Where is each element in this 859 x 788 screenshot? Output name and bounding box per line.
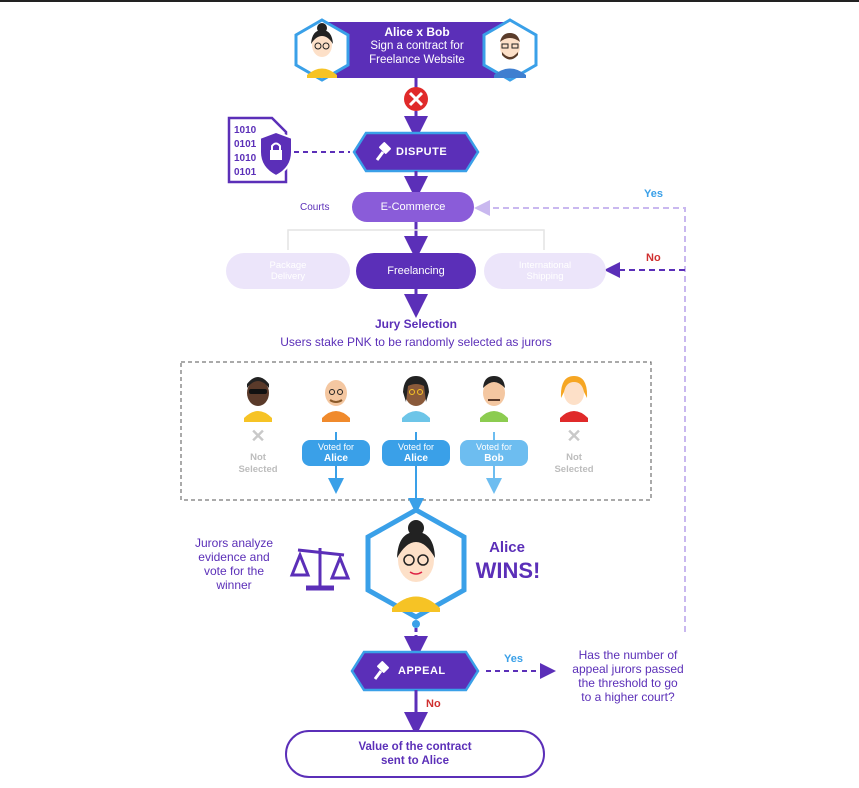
court-freelancing[interactable]: Freelancing [356,253,476,289]
feedback-no-label: No [646,252,661,264]
juror-2-vote: Voted for Alice [302,440,370,466]
binary-line-4: 0101 [234,167,257,178]
juror-avatar-2 [322,380,350,422]
juror-avatar-5 [560,376,588,422]
appeal-label: APPEAL [398,665,446,677]
vote-prefix: Voted for [397,442,435,452]
appeal-node [350,650,480,692]
contract-title: Alice x Bob [384,25,450,39]
close-icon: ✕ [566,426,582,446]
appeal-no-label: No [426,698,441,710]
winner-result: WINS! [475,558,541,583]
scale-icon [289,548,351,591]
contract-line-2: Freelance Website [369,54,465,66]
vote-prefix: Voted for [475,442,513,452]
bob-avatar-icon [482,18,538,82]
juror-1-status: Not Selected [238,452,278,475]
jury-title: Jury Selection [374,317,458,331]
vote-target: Bob [484,453,504,464]
juror-3-vote: Voted for Alice [382,440,450,466]
alice-avatar-icon [294,18,350,82]
court-international-shipping[interactable]: International Shipping [484,253,606,289]
feedback-yes-label: Yes [644,188,663,200]
gavel-icon [375,142,391,161]
binary-line-1: 1010 [234,125,257,136]
jury-subtitle: Users stake PNK to be randomly selected … [280,335,552,349]
court-ecommerce[interactable]: E-Commerce [352,192,474,222]
locked-file-icon [227,116,293,184]
juror-avatar-4 [480,376,508,422]
dispute-node [352,131,480,173]
appeal-yes-label: Yes [504,653,523,665]
courts-label: Courts [300,202,330,213]
binary-line-3: 1010 [234,153,257,164]
court-package-delivery[interactable]: Package Delivery [226,253,350,289]
juror-avatar-1 [244,377,272,422]
final-outcome-text: Value of the contract sent to Alice [358,741,472,767]
close-icon: ✕ [250,426,266,446]
juror-avatar-3 [402,376,430,422]
appeal-question: Has the number of appeal jurors passed t… [572,648,684,704]
contract-banner [324,22,510,78]
cancel-icon [404,87,428,111]
dispute-label: DISPUTE [396,146,448,158]
vote-target: Alice [324,453,348,464]
final-outcome-box [285,730,545,778]
contract-line-1: Sign a contract for [370,40,464,52]
binary-line-2: 0101 [234,139,257,150]
gavel-icon [373,661,389,680]
alice-winner-avatar-icon [365,507,467,620]
juror-5-status: Not Selected [554,452,594,475]
vote-prefix: Voted for [317,442,355,452]
winner-name: Alice [489,539,525,556]
analyze-text: Jurors analyze evidence and vote for the… [194,536,274,592]
vote-target: Alice [404,453,428,464]
juror-4-vote: Voted for Bob [460,440,528,466]
